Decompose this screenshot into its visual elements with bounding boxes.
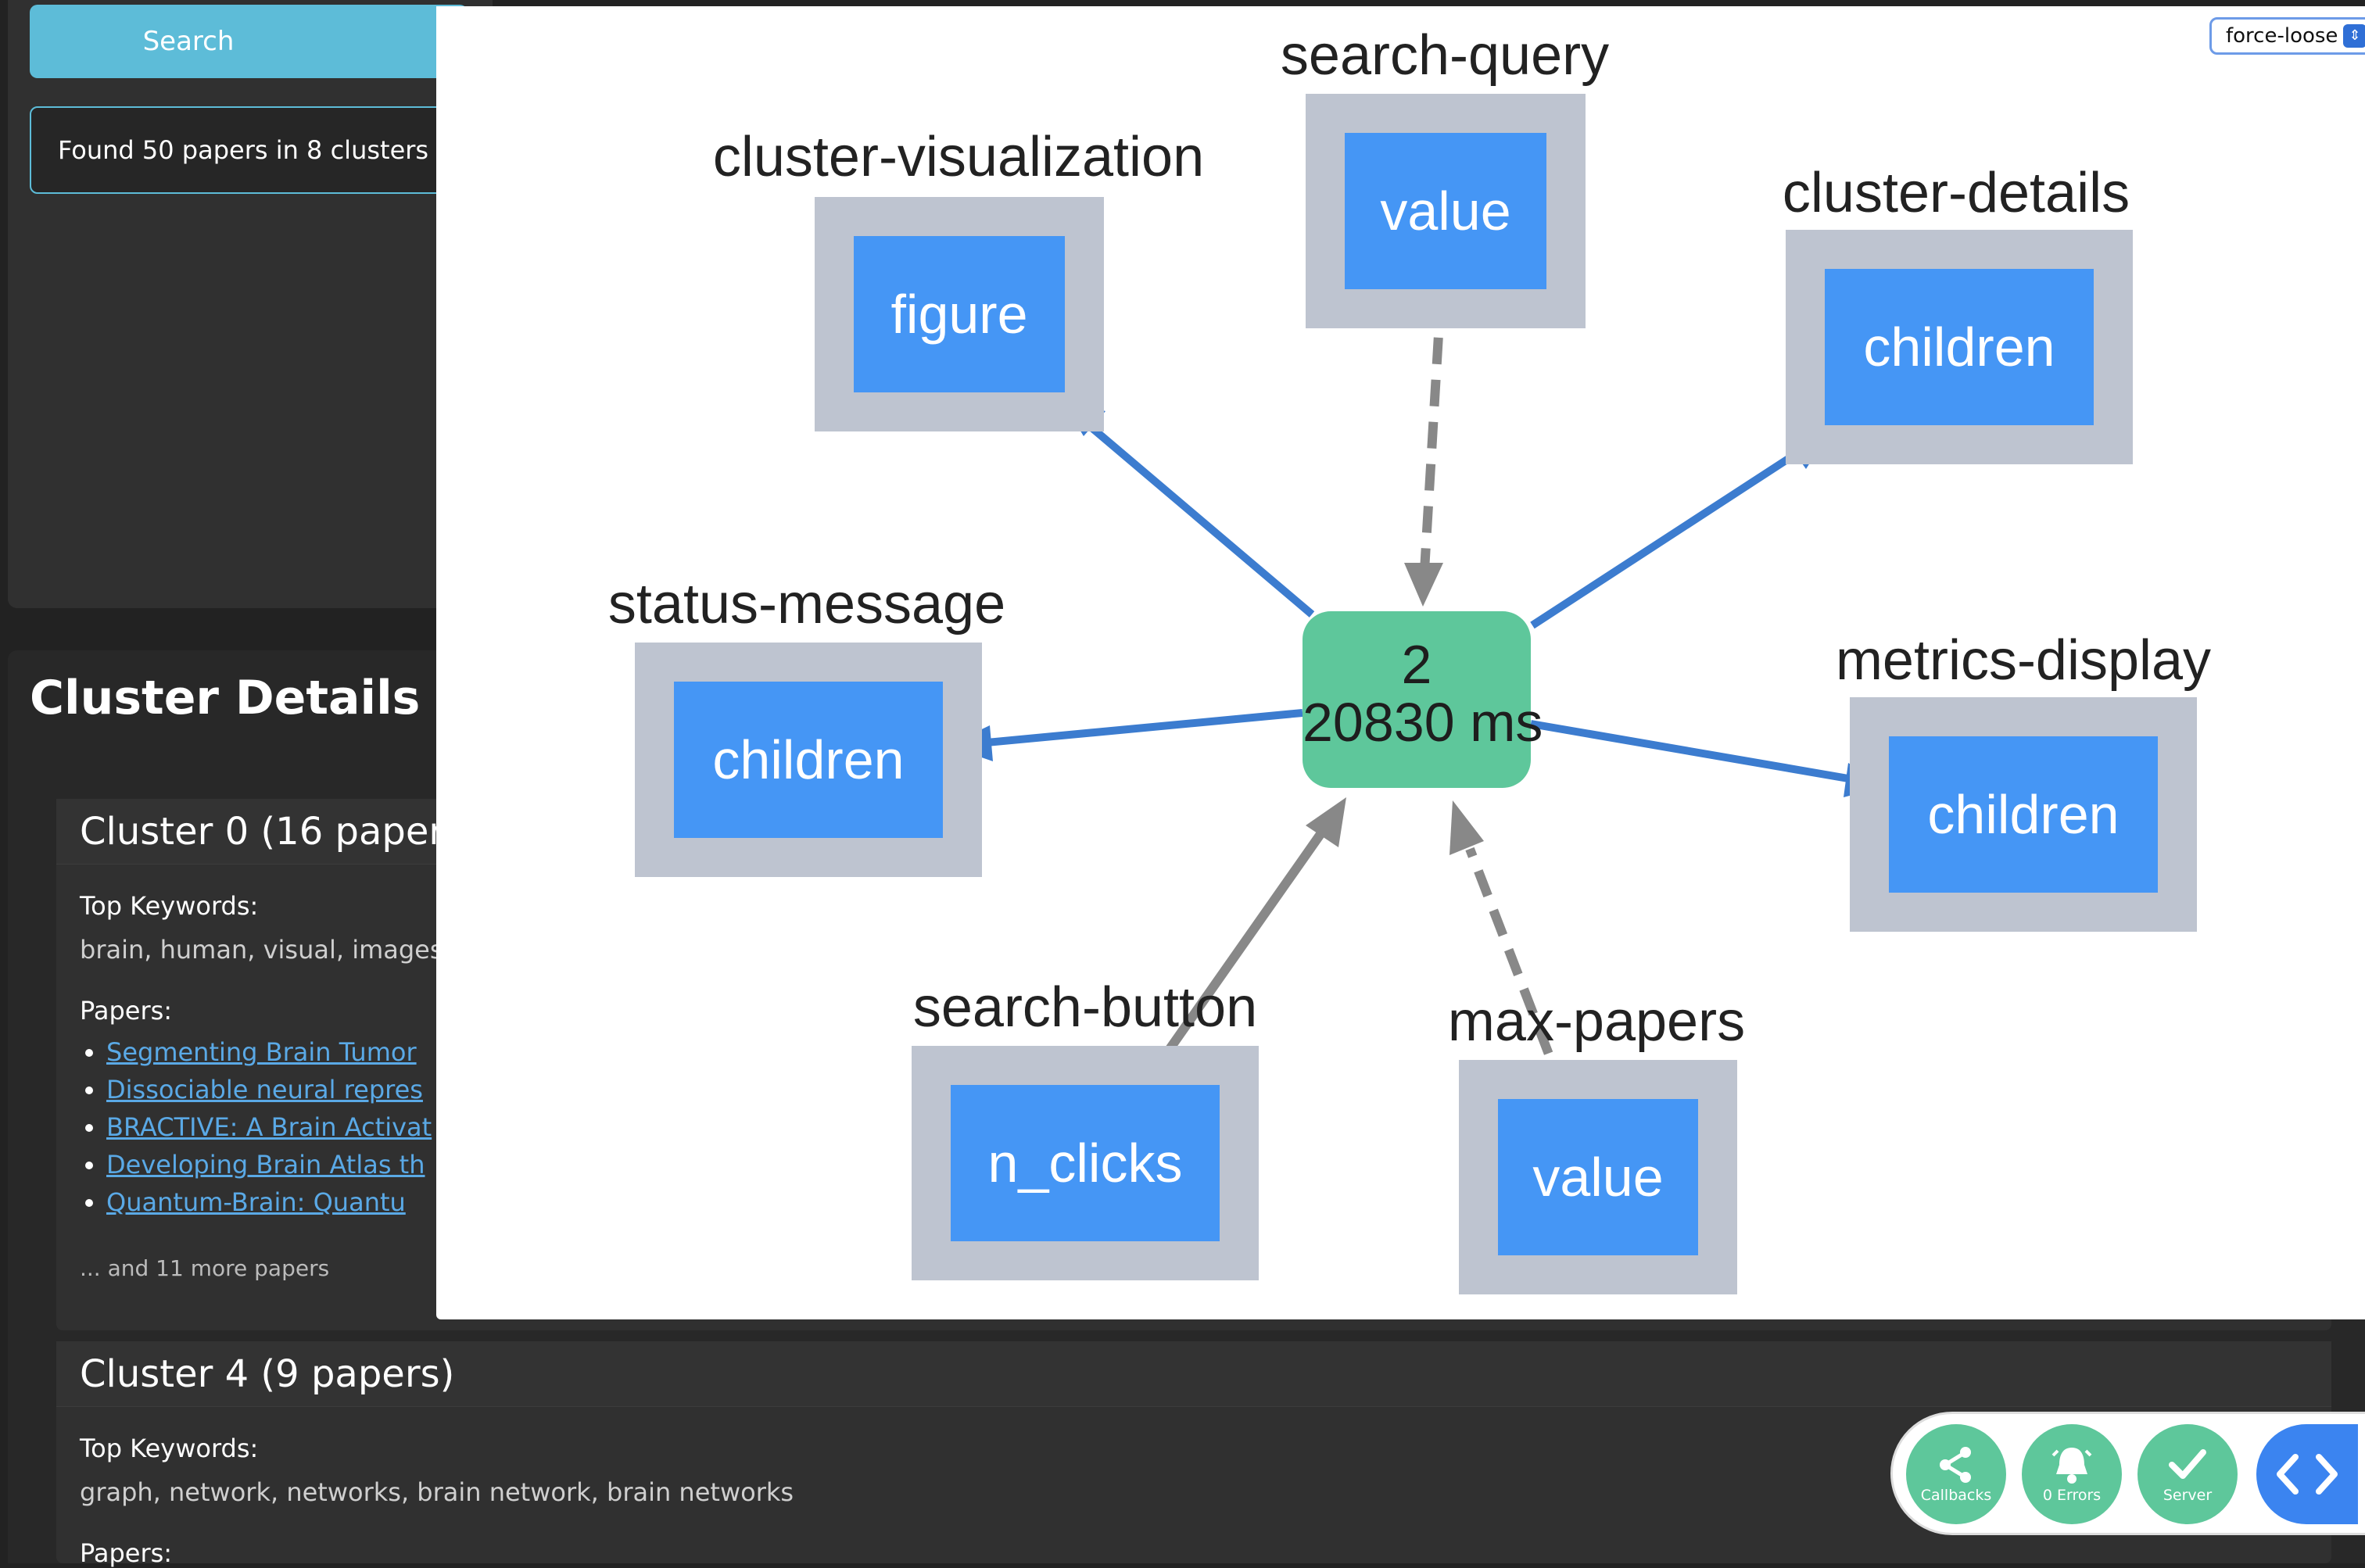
node-label-cluster-details: cluster-details — [1782, 162, 2130, 224]
paper-link[interactable]: Developing Brain Atlas th — [106, 1150, 425, 1180]
keywords-text: brain, human, visual, images — [80, 935, 443, 965]
layout-select[interactable]: force-loose ⇕ — [2209, 17, 2365, 55]
status-text: Found 50 papers in 8 clusters — [58, 135, 429, 165]
cluster-header[interactable]: Cluster 4 (9 papers) — [56, 1341, 2331, 1407]
paper-link[interactable]: BRACTIVE: A Brain Activat — [106, 1112, 432, 1142]
node-prop-value[interactable]: value — [1345, 133, 1546, 289]
output-edge-status-message — [948, 709, 1303, 761]
node-label-max-papers: max-papers — [1447, 990, 1746, 1053]
node-prop-children[interactable]: children — [1825, 269, 2094, 425]
callback-node[interactable]: 2 20830 ms — [1303, 611, 1543, 788]
output-edge-metrics-display — [1530, 720, 1886, 797]
controls-card — [8, 0, 493, 608]
server-button[interactable]: Server — [2137, 1424, 2238, 1524]
list-item: Developing Brain Atlas th — [106, 1146, 432, 1183]
list-item: BRACTIVE: A Brain Activat — [106, 1108, 432, 1146]
bell-icon — [2022, 1443, 2122, 1487]
keywords-label: Top Keywords: — [80, 891, 259, 921]
paper-list: Segmenting Brain Tumor Dissociable neura… — [80, 1033, 432, 1221]
errors-button[interactable]: 0 Errors — [2022, 1424, 2122, 1524]
node-prop-value[interactable]: value — [1498, 1099, 1698, 1255]
node-label-metrics-display: metrics-display — [1835, 629, 2212, 692]
node-prop-children[interactable]: children — [674, 682, 943, 838]
errors-label: 0 Errors — [2042, 1487, 2102, 1504]
callback-time: 20830 ms — [1303, 692, 1543, 753]
share-icon — [1906, 1443, 2006, 1487]
list-item: Segmenting Brain Tumor — [106, 1033, 432, 1071]
keywords-text: graph, network, networks, brain network,… — [80, 1477, 794, 1507]
callbacks-button[interactable]: Callbacks — [1906, 1424, 2006, 1524]
callbacks-label: Callbacks — [1920, 1487, 1992, 1504]
node-prop-children[interactable]: children — [1889, 736, 2158, 893]
search-button[interactable]: Search — [30, 5, 468, 78]
cluster-details-title: Cluster Details — [30, 671, 421, 725]
paper-link[interactable]: Dissociable neural repres — [106, 1075, 423, 1104]
more-papers-text: ... and 11 more papers — [80, 1255, 330, 1281]
paper-link[interactable]: Quantum-Brain: Quantu — [106, 1187, 406, 1217]
node-prop-figure[interactable]: figure — [854, 236, 1065, 392]
keywords-label: Top Keywords: — [80, 1434, 259, 1463]
layout-select-value: force-loose — [2226, 24, 2338, 48]
paper-link[interactable]: Segmenting Brain Tumor — [106, 1037, 417, 1067]
input-edge-max-papers — [1449, 800, 1568, 1095]
node-prop-n-clicks[interactable]: n_clicks — [951, 1085, 1220, 1241]
input-edge-search-query — [1404, 295, 1446, 607]
select-arrows-icon: ⇕ — [2343, 24, 2365, 48]
node-label-status-message: status-message — [607, 573, 1006, 635]
code-toggle-button[interactable] — [2256, 1424, 2358, 1524]
list-item: Dissociable neural repres — [106, 1071, 432, 1108]
callback-count: 2 — [1401, 634, 1432, 695]
node-label-cluster-visualization: cluster-visualization — [712, 126, 1205, 188]
node-label-search-query: search-query — [1280, 24, 1610, 87]
input-edge-search-button — [1144, 797, 1346, 1083]
check-icon — [2137, 1443, 2238, 1487]
server-label: Server — [2163, 1487, 2213, 1504]
node-label-search-button: search-button — [912, 976, 1258, 1039]
papers-label: Papers: — [80, 996, 173, 1026]
list-item: Quantum-Brain: Quantu — [106, 1183, 432, 1221]
code-icon — [2277, 1454, 2338, 1495]
